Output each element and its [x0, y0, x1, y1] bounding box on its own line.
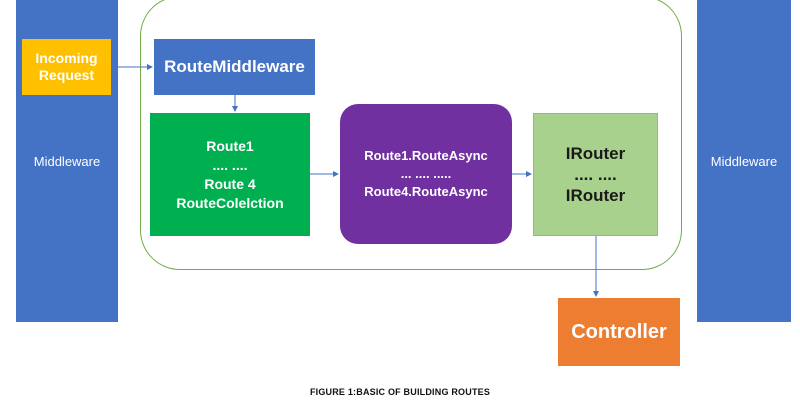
irouter-line3: IRouter [565, 186, 626, 205]
figure-caption: FIGURE 1:BASIC OF BUILDING ROUTES [309, 387, 491, 397]
right-middleware-column: Middleware [697, 0, 791, 322]
route-middleware-label: RouteMiddleware [164, 57, 305, 76]
controller-box: Controller [558, 298, 680, 366]
route-async-box: Route1.RouteAsync ... .... ..... Route4.… [340, 104, 512, 244]
incoming-request-line2: Request [38, 67, 95, 83]
route-collection-line3: Route 4 [204, 175, 256, 192]
incoming-request-line1: Incoming [35, 50, 98, 66]
left-middleware-label: Middleware [33, 153, 101, 169]
route-async-line1: Route1.RouteAsync [364, 148, 488, 163]
incoming-request-box: Incoming Request [22, 39, 111, 95]
route-collection-box: Route1 .... .... Route 4 RouteColelction [150, 113, 310, 236]
routing-container [140, 0, 682, 270]
right-middleware-label: Middleware [710, 153, 778, 169]
route-collection-line4: RouteColelction [176, 194, 284, 211]
route-collection-line1: Route1 [206, 137, 254, 154]
irouter-line2: .... .... [574, 165, 617, 184]
controller-label: Controller [571, 320, 667, 343]
route-middleware-box: RouteMiddleware [154, 39, 315, 95]
irouter-line1: IRouter [565, 144, 626, 163]
route-async-line2: ... .... ..... [400, 166, 452, 181]
route-async-line3: Route4.RouteAsync [364, 184, 488, 199]
route-collection-line2: .... .... [212, 156, 248, 173]
irouter-box: IRouter .... .... IRouter [533, 113, 658, 236]
